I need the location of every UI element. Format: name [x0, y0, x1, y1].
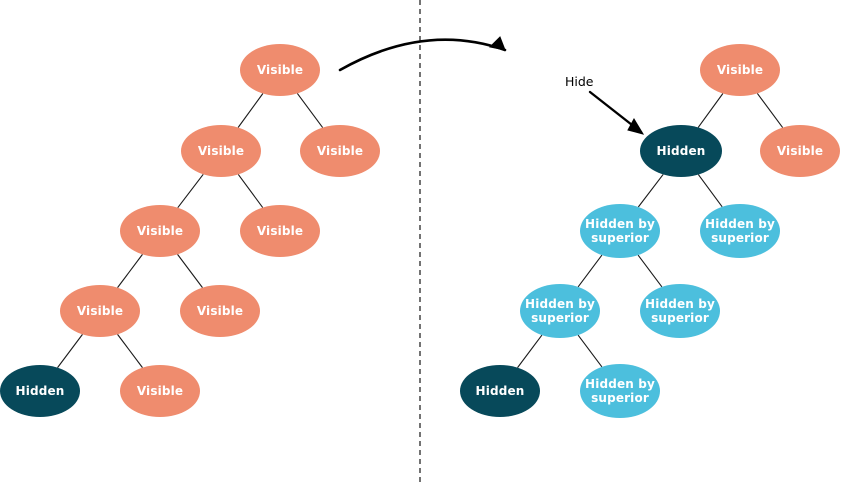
tree-edge [117, 334, 143, 368]
tree-node-right-hiddenby[interactable]: Hidden by superior [700, 204, 780, 258]
tree-node-right-hidden[interactable]: Hidden [460, 365, 540, 417]
tree-node-left-visible[interactable]: Visible [120, 365, 200, 417]
tree-node-label: Hidden by superior [585, 377, 655, 405]
tree-node-label: Hidden by superior [645, 297, 715, 325]
tree-node-left-visible[interactable]: Visible [240, 205, 320, 257]
tree-node-right-hiddenby[interactable]: Hidden by superior [580, 204, 660, 258]
tree-node-label: Hidden by superior [705, 217, 775, 245]
tree-node-right-hiddenby[interactable]: Hidden by superior [580, 364, 660, 418]
tree-edge [237, 93, 264, 128]
tree-node-label: Hidden by superior [585, 217, 655, 245]
tree-node-left-visible[interactable]: Visible [240, 44, 320, 96]
tree-node-right-hiddenby[interactable]: Hidden by superior [520, 284, 600, 338]
tree-node-label: Visible [776, 144, 824, 158]
tree-edge [177, 254, 203, 288]
hide-annotation-label: Hide [565, 74, 594, 89]
tree-node-left-visible[interactable]: Visible [181, 125, 261, 177]
tree-edge [697, 93, 724, 128]
tree-node-left-hidden[interactable]: Hidden [0, 365, 80, 417]
tree-edge [517, 334, 543, 368]
tree-edge [237, 174, 264, 208]
tree-node-label: Visible [716, 63, 764, 77]
tree-edge [577, 334, 603, 368]
tree-edge [756, 93, 784, 128]
curved-transition-arrow [338, 36, 507, 72]
tree-node-left-visible[interactable]: Visible [300, 125, 380, 177]
tree-node-right-hidden[interactable]: Hidden [640, 125, 722, 177]
tree-node-label: Visible [316, 144, 364, 158]
tree-node-right-hiddenby[interactable]: Hidden by superior [640, 284, 720, 338]
tree-edge [577, 254, 603, 288]
tree-edge [697, 174, 723, 208]
tree-node-label: Hidden [475, 384, 525, 398]
tree-node-label: Hidden by superior [525, 297, 595, 325]
tree-edge [637, 174, 664, 208]
tree-node-label: Visible [196, 304, 244, 318]
tree-edge [117, 254, 143, 288]
tree-edge [177, 173, 204, 209]
tree-node-label: Visible [76, 304, 124, 318]
tree-node-left-visible[interactable]: Visible [120, 205, 200, 257]
tree-node-right-visible[interactable]: Visible [760, 125, 840, 177]
tree-node-label: Visible [256, 63, 304, 77]
tree-edge [637, 254, 663, 288]
tree-node-label: Hidden [15, 384, 65, 398]
tree-node-left-visible[interactable]: Visible [180, 285, 260, 337]
tree-edge [57, 334, 83, 368]
tree-node-label: Hidden [656, 144, 706, 158]
tree-edge [296, 93, 324, 128]
tree-node-left-visible[interactable]: Visible [60, 285, 140, 337]
hide-pointer-arrow [588, 90, 645, 135]
tree-node-right-visible[interactable]: Visible [700, 44, 780, 96]
tree-node-label: Visible [256, 224, 304, 238]
tree-node-label: Visible [136, 224, 184, 238]
tree-node-label: Visible [197, 144, 245, 158]
tree-node-label: Visible [136, 384, 184, 398]
